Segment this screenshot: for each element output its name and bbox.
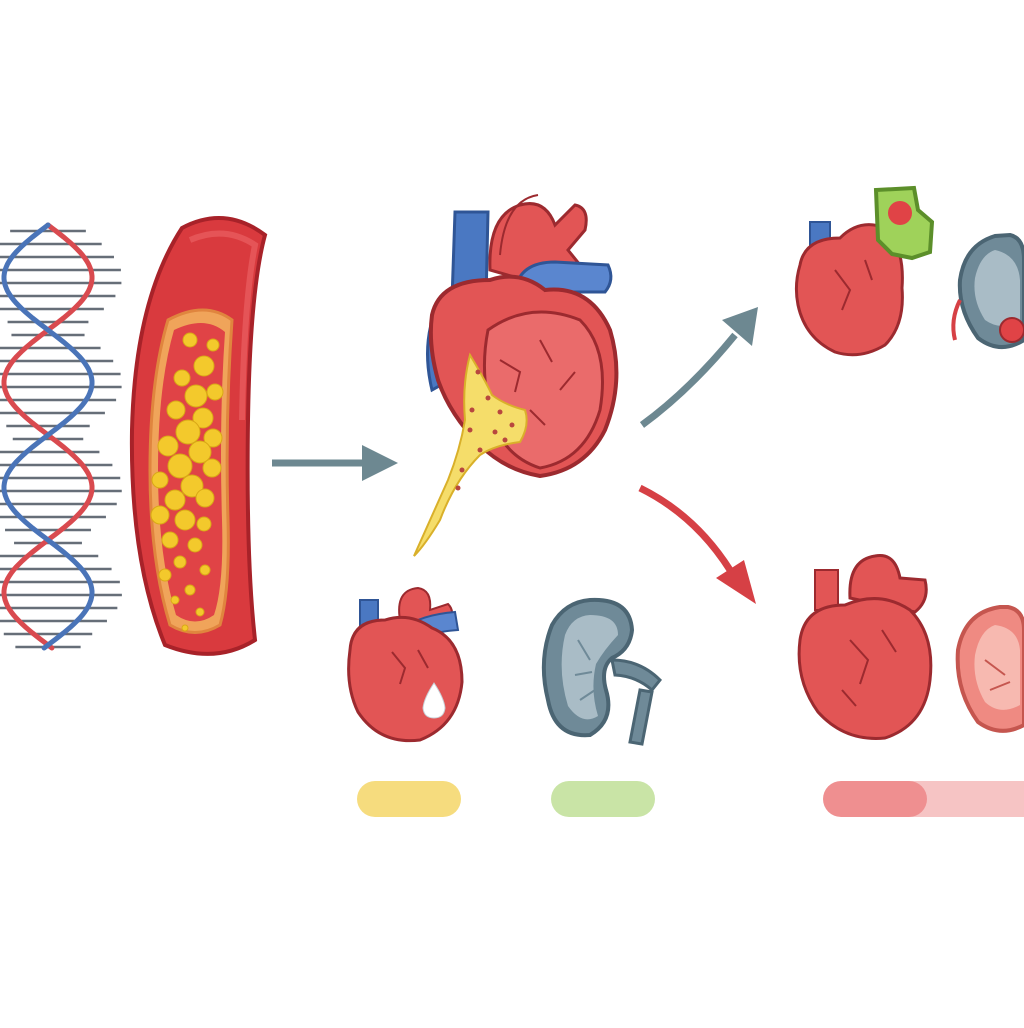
plaque-artery-icon: [129, 216, 268, 656]
plaque-globule: [206, 383, 224, 401]
plaque-globule: [187, 537, 203, 553]
small-heart-icon: [347, 586, 464, 743]
plaque-globule: [192, 407, 214, 429]
plaque-globule: [193, 355, 215, 377]
plaque-speckle: [502, 437, 508, 443]
plaque-globule: [175, 419, 201, 445]
plaque-globule: [182, 332, 198, 348]
central-heart-icon: [413, 194, 619, 557]
plaque-globule: [195, 607, 205, 617]
plaque-speckle: [459, 467, 465, 473]
arrow-dna-to-heart: [272, 445, 398, 481]
plaque-speckle: [475, 369, 481, 375]
plaque-globule: [150, 505, 170, 525]
plaque-speckle: [497, 409, 503, 415]
plaque-speckle: [455, 485, 461, 491]
bottom-right-heart-icon: [797, 553, 933, 740]
legend-pill-red: [823, 781, 927, 817]
plaque-speckle: [469, 407, 475, 413]
dna-helix-icon: [0, 222, 122, 651]
plaque-globule: [184, 384, 208, 408]
liver-icon: [873, 185, 935, 261]
top-right-heart-icon: [794, 221, 904, 357]
plaque-globule: [151, 471, 169, 489]
plaque-globule: [199, 564, 211, 576]
plaque-speckle: [492, 429, 498, 435]
plaque-globule: [203, 428, 223, 448]
plaque-globule: [164, 489, 186, 511]
plaque-globule: [180, 474, 204, 498]
top-right-kidney-icon: [951, 232, 1024, 349]
grey-kidney-icon: [541, 597, 663, 746]
plaque-globule: [157, 435, 179, 457]
plaque-globule: [158, 568, 172, 582]
plaque-globule: [174, 509, 196, 531]
plaque-globule: [181, 624, 189, 632]
plaque-speckle: [467, 427, 473, 433]
plaque-speckle: [477, 447, 483, 453]
plaque-globule: [196, 516, 212, 532]
legend-pill-yellow: [357, 781, 461, 817]
plaque-globule: [195, 488, 215, 508]
plaque-globule: [173, 369, 191, 387]
plaque-speckle: [509, 422, 515, 428]
arrow-heart-to-lower-outcome: [638, 484, 756, 604]
plaque-globule: [184, 584, 196, 596]
plaque-globule: [170, 595, 180, 605]
bottom-right-kidney-icon: [955, 605, 1024, 733]
plaque-globule: [166, 400, 186, 420]
plaque-globule: [167, 453, 193, 479]
plaque-globule: [188, 440, 212, 464]
plaque-globule: [202, 458, 222, 478]
plaque-globule: [161, 531, 179, 549]
plaque-globule: [206, 338, 220, 352]
legend-pill-green: [551, 781, 655, 817]
plaque-speckle: [485, 395, 491, 401]
arrow-heart-to-upper-outcome: [639, 307, 758, 428]
plaque-globule: [173, 555, 187, 569]
